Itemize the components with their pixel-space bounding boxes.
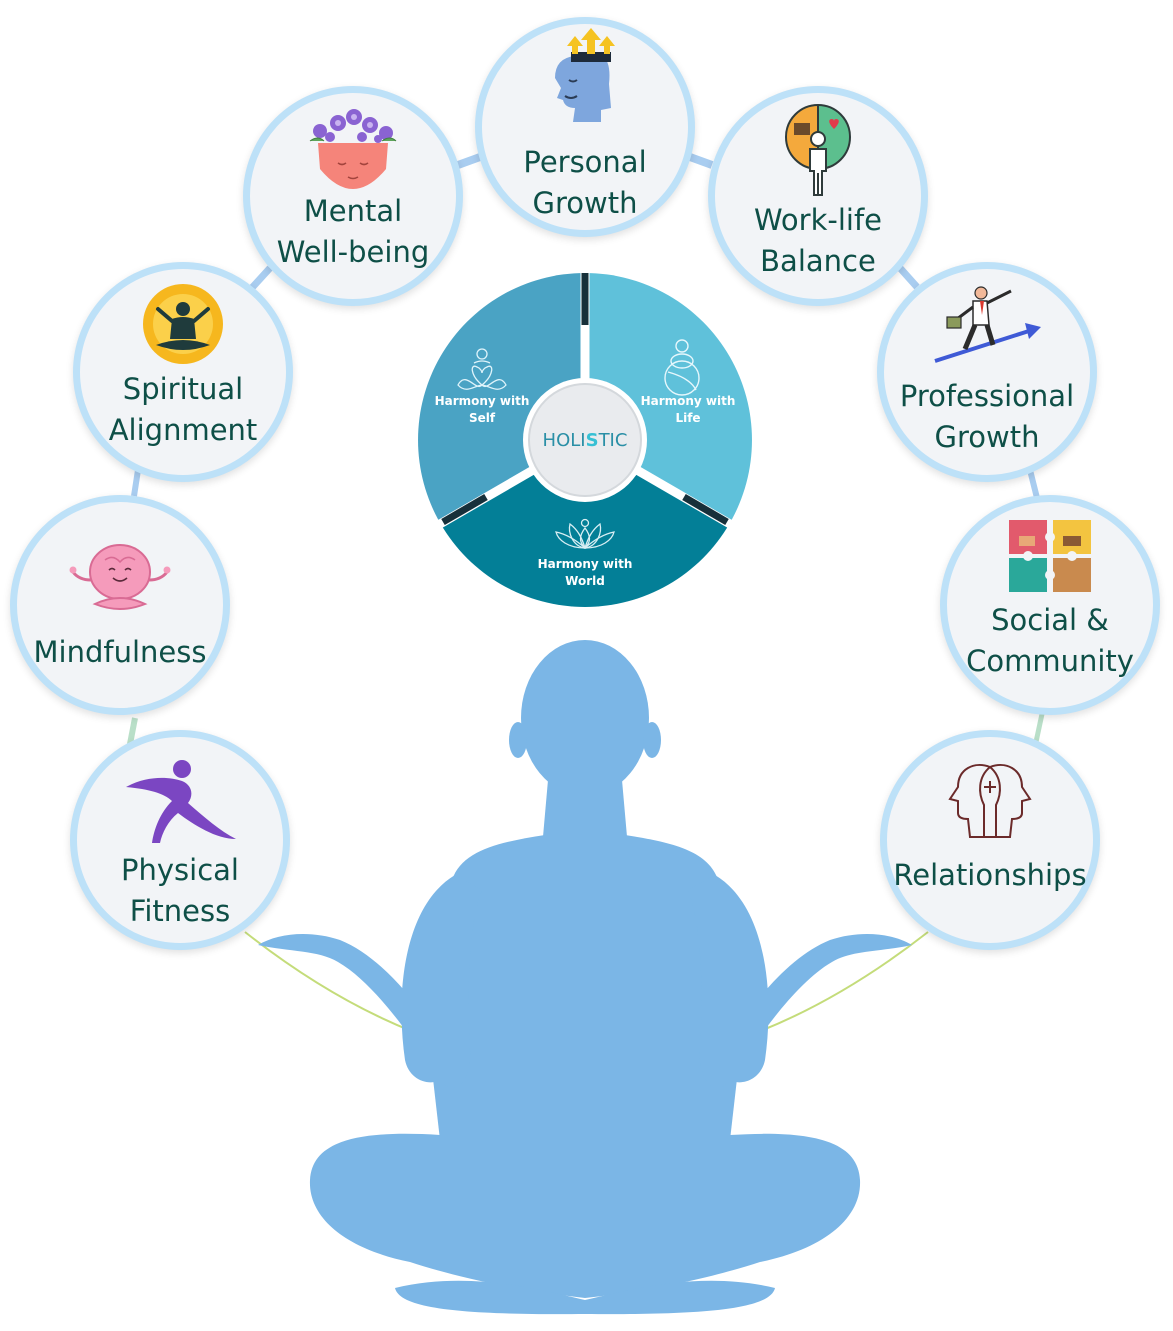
segment-life-line1: Harmony with	[641, 394, 736, 408]
node-label-line2: Fitness	[129, 894, 231, 928]
node-label-line1: Relationships	[893, 858, 1087, 892]
node-label-line1: Personal	[523, 145, 647, 179]
balance-person-icon	[785, 104, 851, 196]
harmony-wheel: Harmony with Self Harmony with Life Harm…	[418, 272, 752, 607]
running-figure-icon	[126, 760, 236, 843]
head-arrows-icon	[555, 28, 615, 122]
two-heads-icon	[948, 764, 1032, 838]
node-spiritual-alignment: Spiritual Alignment	[73, 262, 293, 482]
node-label-line2: Growth	[532, 186, 638, 220]
stones-icon	[664, 339, 700, 396]
node-mental-well-being: Mental Well-being	[243, 86, 463, 306]
flower-head-icon	[309, 109, 397, 189]
node-label-line1: Spiritual	[122, 372, 244, 406]
node-label-line1: Professional	[899, 379, 1075, 413]
segment-world-line2: World	[565, 574, 605, 588]
node-label-line1: Mental	[303, 194, 403, 228]
holistic-logo: HOLISTIC	[543, 430, 628, 451]
meditation-sun-icon	[143, 284, 223, 364]
connector	[1033, 713, 1045, 743]
meditating-brain-icon	[69, 544, 171, 610]
meditation-heart-icon	[457, 348, 507, 390]
node-work-life-balance: Work-life Balance	[708, 86, 928, 306]
node-label-line2: Community	[966, 644, 1134, 678]
logo-left: HOLI	[543, 430, 586, 451]
puzzle-hands-icon	[1009, 520, 1091, 592]
node-label-line1: Mindfulness	[33, 635, 207, 669]
segment-life-line2: Life	[675, 411, 700, 425]
logo-right: TIC	[598, 430, 628, 451]
lotus-icon	[555, 518, 615, 549]
node-label-line2: Alignment	[108, 413, 258, 447]
wheel-segment-world	[440, 440, 730, 607]
connector	[127, 717, 138, 745]
node-label-line1: Physical	[121, 853, 239, 887]
climbing-businessman-icon	[934, 286, 1041, 363]
logo-mid: S	[586, 430, 599, 451]
node-relationships: Relationships	[880, 730, 1100, 950]
connector	[1027, 469, 1040, 499]
connector	[897, 265, 920, 290]
node-label-line1: Social &	[991, 603, 1109, 637]
node-professional-growth: Professional Growth	[877, 262, 1097, 482]
node-label-line2: Growth	[934, 420, 1040, 454]
segment-self-line2: Self	[469, 411, 496, 425]
connector	[688, 153, 714, 169]
segment-self-line1: Harmony with	[435, 394, 530, 408]
node-label-line2: Balance	[760, 244, 876, 278]
node-mindfulness: Mindfulness	[10, 495, 230, 715]
node-label-line1: Work-life	[753, 203, 883, 237]
node-personal-growth: Personal Growth	[475, 17, 695, 237]
segment-world-line1: Harmony with	[538, 557, 633, 571]
connector	[131, 469, 141, 497]
node-social-community: Social & Community	[940, 495, 1160, 715]
connector	[456, 153, 482, 169]
connector	[247, 265, 273, 293]
node-label-line2: Well-being	[276, 235, 430, 269]
node-physical-fitness: Physical Fitness	[70, 730, 290, 950]
